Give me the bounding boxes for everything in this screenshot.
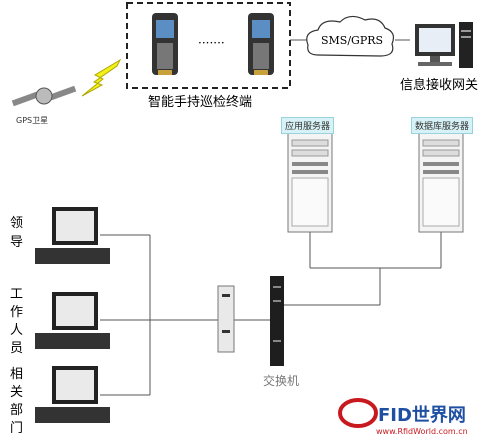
gps-satellite-icon: [11, 85, 77, 107]
connection-lines: [100, 39, 442, 396]
lightning-icon: [81, 58, 122, 97]
handheld-terminal-icon: [248, 13, 274, 75]
database-server-icon: [418, 131, 464, 233]
terminal-group-label: 智能手持巡检终端: [148, 95, 253, 110]
watermark-brand: FID世界网: [378, 405, 466, 426]
gateway-computer-icon: [415, 22, 473, 68]
rfidworld-logo-icon: [338, 398, 378, 428]
application-server-icon: [287, 131, 333, 233]
handheld-terminal-icon: [152, 13, 178, 75]
db-server-label: 数据库服务器: [411, 117, 474, 134]
pc-leader-label: 领导: [10, 216, 24, 250]
switch-icon: [217, 285, 235, 353]
watermark-url: www.RfidWorld.com.cn: [376, 427, 468, 436]
terminal-dots: ·······: [198, 36, 225, 50]
terminal-group-box: [126, 2, 291, 89]
pc-staff-label: 工作人员: [10, 287, 24, 356]
desktop-computer-icon: [35, 207, 110, 264]
switch-label: 交换机: [263, 374, 300, 388]
gps-label: GPS卫星: [16, 116, 49, 125]
cloud-label: SMS/GPRS: [321, 34, 384, 47]
app-server-label: 应用服务器: [281, 117, 335, 134]
gateway-label: 信息接收网关: [400, 78, 479, 93]
pc-dept-label: 相关部门: [10, 367, 24, 436]
cloud-icon: [306, 15, 395, 57]
switch-icon: [270, 276, 284, 366]
desktop-computer-icon: [35, 292, 110, 349]
desktop-computer-icon: [35, 366, 110, 423]
